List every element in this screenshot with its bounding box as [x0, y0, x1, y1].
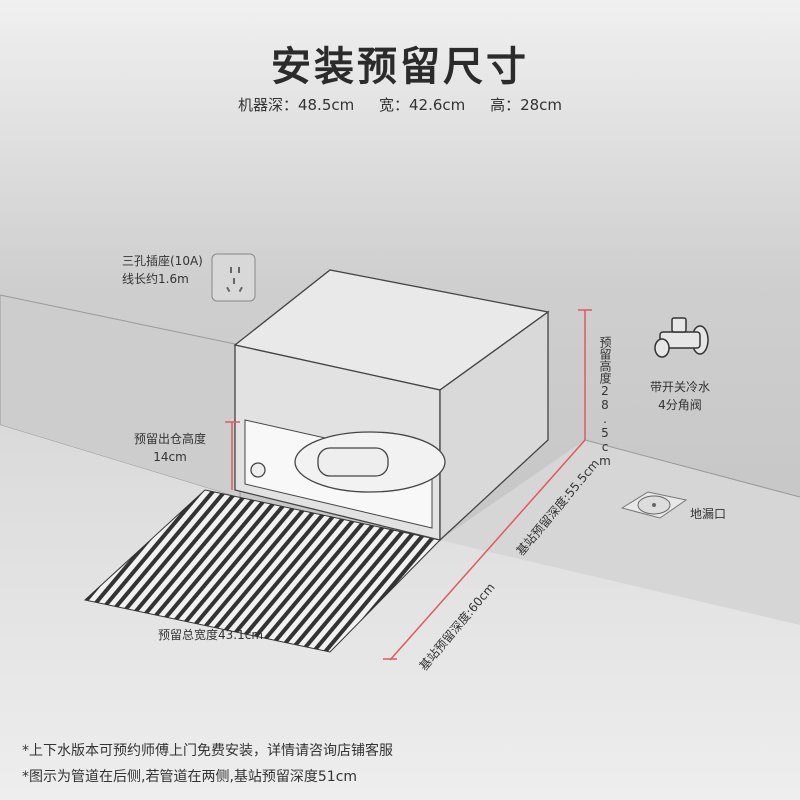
floor-drain-label: 地漏口 [690, 507, 727, 521]
footnote-1: *上下水版本可预约师傅上门免费安装，详情请咨询店铺客服 [22, 743, 393, 759]
total-width-label: 预留总宽度43.1cm [158, 628, 264, 642]
reserved-height-label: 预留高度28.5cm [598, 336, 612, 468]
valve-label-line2: 4分角阀 [658, 398, 702, 412]
socket-icon [211, 253, 256, 302]
exit-height-label: 预留出仓高度 14cm [130, 430, 210, 466]
socket-label-line1: 三孔插座(10A) [122, 254, 203, 268]
exit-height-line2: 14cm [153, 450, 187, 464]
angle-valve-icon [654, 317, 709, 358]
valve-label: 带开关冷水 4分角阀 [640, 378, 720, 414]
base-station [233, 269, 550, 542]
socket-label: 三孔插座(10A) 线长约1.6m [122, 252, 203, 288]
exit-height-line1: 预留出仓高度 [133, 432, 206, 446]
footnote-2: *图示为管道在后侧,若管道在两侧,基站预留深度51cm [22, 769, 358, 785]
machine-specs: 机器深：48.5cm 宽：42.6cm 高：28cm [0, 94, 800, 115]
valve-label-line1: 带开关冷水 [649, 380, 710, 394]
reserved-mat [83, 489, 441, 653]
socket-label-line2: 线长约1.6m [122, 272, 189, 286]
spec-width: 宽：42.6cm [379, 96, 466, 114]
floor-shadow [440, 440, 800, 625]
spec-depth: 机器深：48.5cm [237, 96, 355, 114]
page-title: 安装预留尺寸 [271, 44, 529, 90]
dimension-lines [225, 309, 592, 661]
spec-height: 高：28cm [490, 96, 563, 114]
floor-drain-icon [620, 491, 688, 519]
